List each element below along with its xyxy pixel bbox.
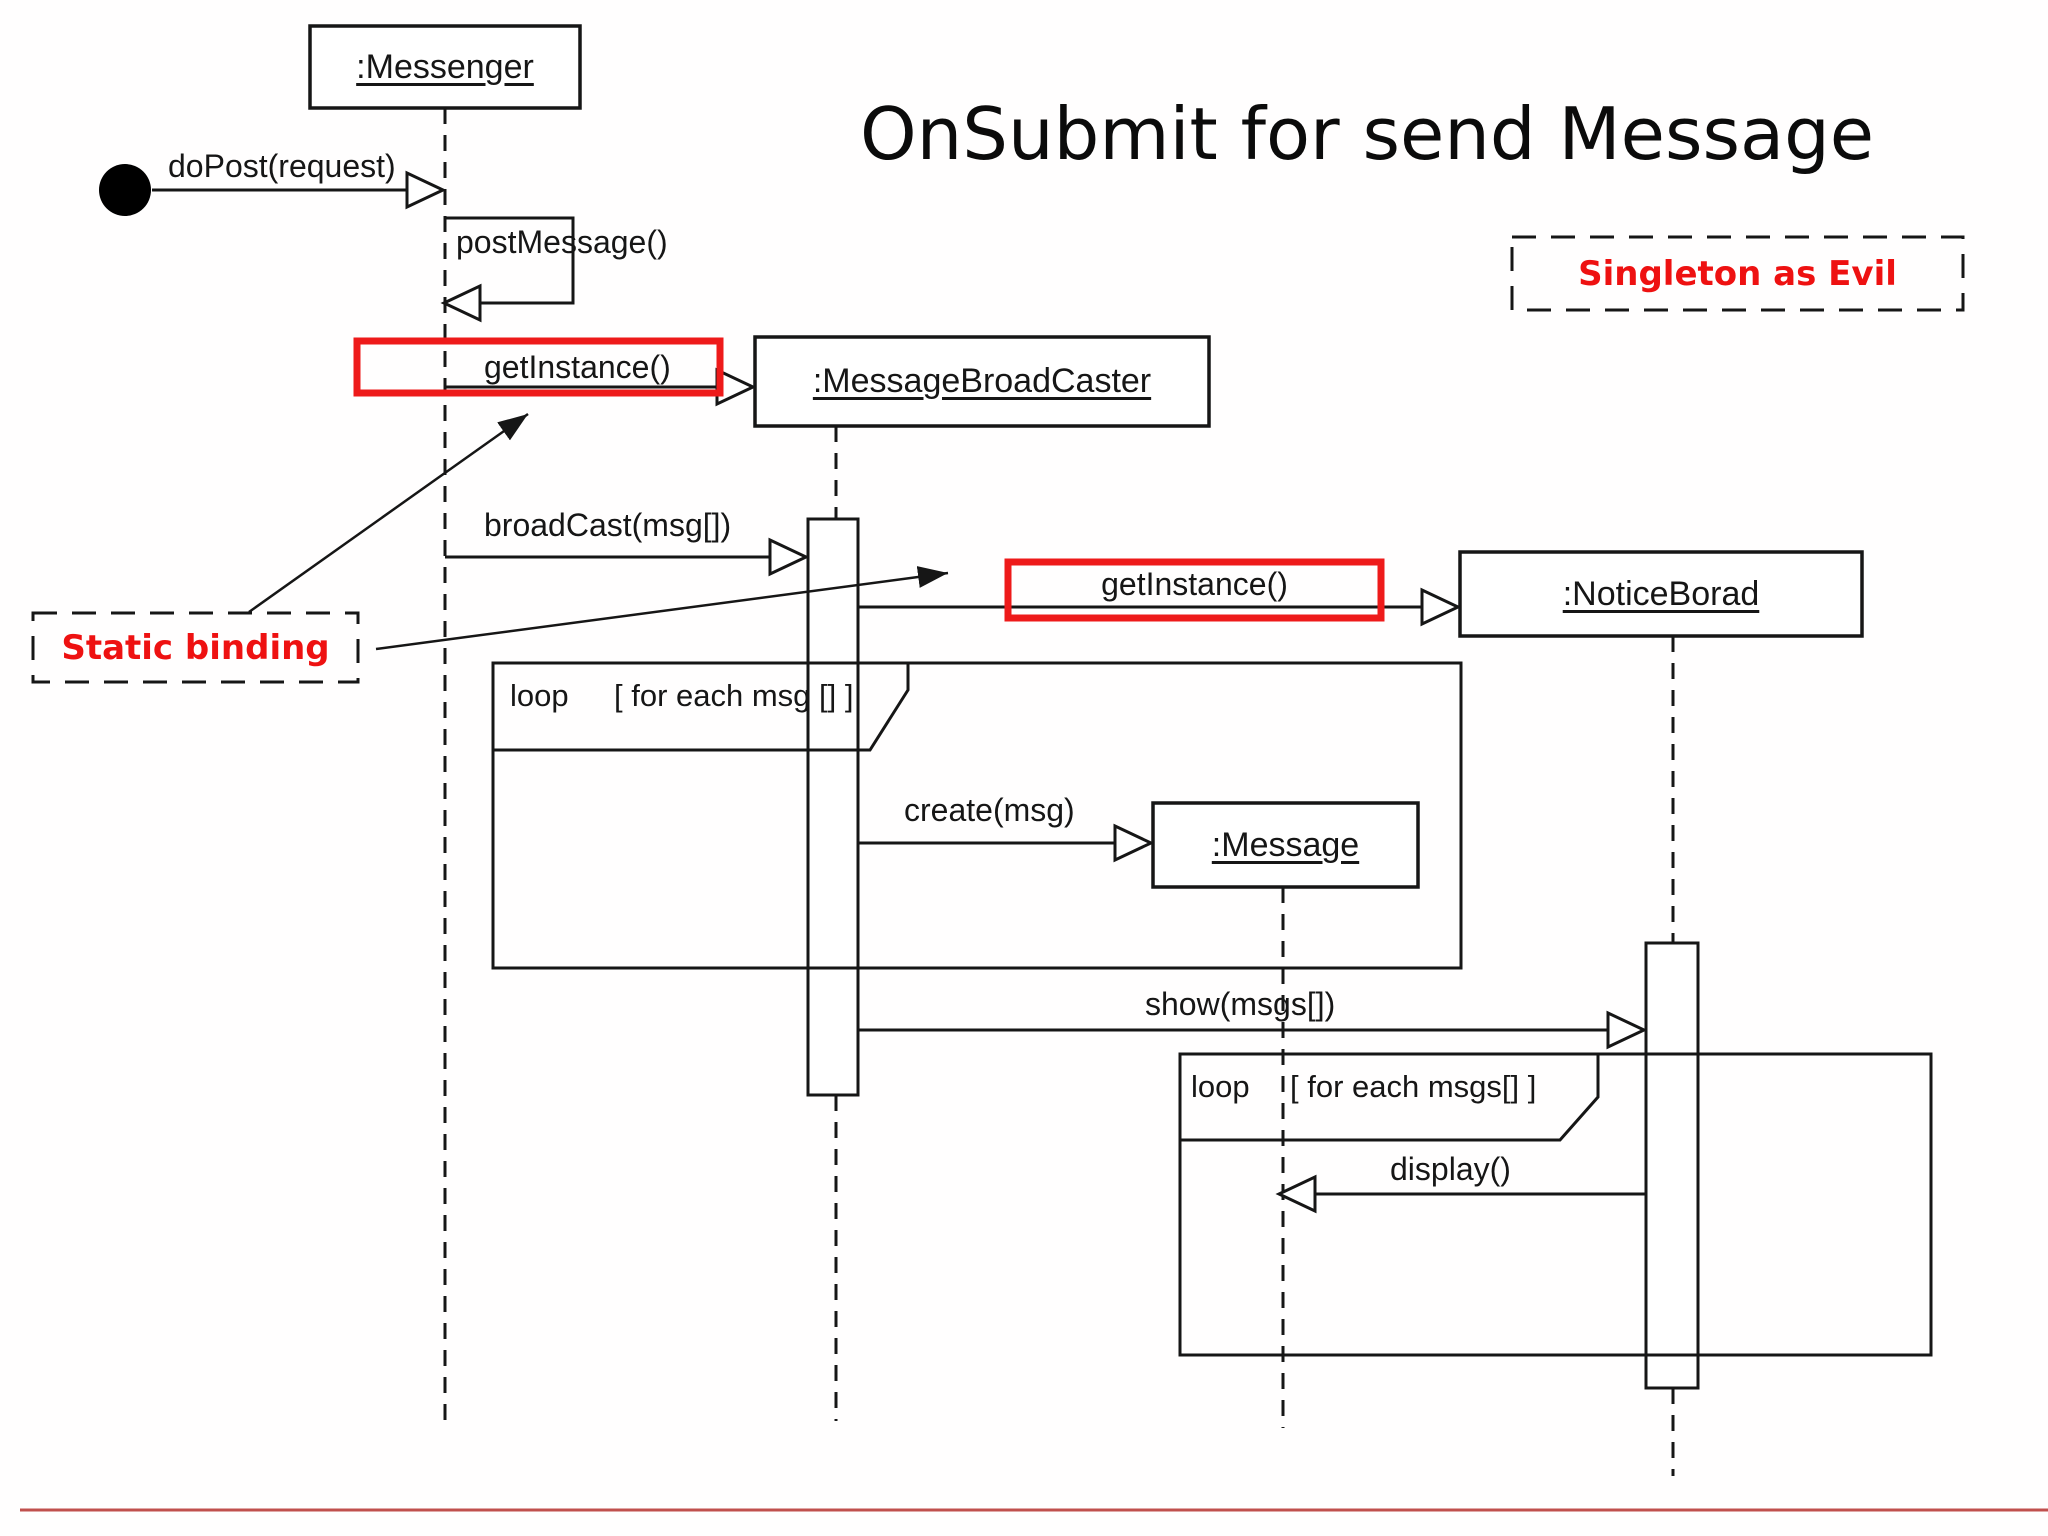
object-label-message: :Message [1211,826,1360,864]
note-singleton-as-evil: Singleton as Evil [1578,253,1897,294]
highlight-box-getinstance1 [353,337,724,397]
activation-noticeboard [1644,941,1700,1390]
object-box-messenger [308,24,582,110]
loop1-pentagon [491,661,910,752]
note-box-singleton [1510,235,1965,312]
pointer-arrow-static-to-getinstance1 [248,412,529,614]
loop1-frame [491,661,1463,970]
message-label-show: show(msgs[]) [1145,986,1336,1022]
note-static-binding: Static binding [61,627,330,668]
activation-broadcaster [806,517,860,1097]
arrowhead-getinstance2 [1420,587,1462,627]
note-box-static-binding [31,611,360,684]
arrowhead-display [1275,1174,1317,1214]
arrowhead-broadcast [768,537,810,577]
message-label-postmessage: postMessage() [456,224,668,260]
arrowhead-show [1606,1010,1648,1050]
object-label-noticeboard: :NoticeBorad [1562,575,1760,613]
object-box-broadcaster [753,335,1211,428]
arrowhead-dopost [405,170,447,210]
object-label-broadcaster: :MessageBroadCaster [812,362,1152,400]
message-label-getinstance2: getInstance() [1101,566,1288,602]
message-label-getinstance1: getInstance() [484,349,671,385]
loop2-pentagon [1178,1052,1600,1142]
object-box-noticeboard [1458,550,1864,638]
start-node [99,164,151,216]
loop2-operator-label: loop [1191,1069,1250,1104]
message-label-display: display() [1390,1151,1511,1187]
selfcall-postmessage [445,216,575,305]
object-box-message [1151,801,1420,889]
loop2-guard-label: [ for each msgs[] ] [1290,1069,1537,1104]
pointer-arrow-static-to-getinstance2 [375,566,949,651]
arrowhead-create [1113,823,1155,863]
loop1-operator-label: loop [510,678,569,713]
object-label-messenger: :Messenger [356,48,534,86]
slide-title: OnSubmit for send Message [860,92,1875,176]
message-label-broadcast: broadCast(msg[]) [484,507,732,543]
highlight-box-getinstance2 [1004,558,1385,622]
message-label-dopost: doPost(request) [168,148,396,184]
arrowhead-postmessage [440,283,482,323]
message-label-create: create(msg) [904,792,1075,828]
loop1-guard-label: [ for each msg [] ] [614,678,854,713]
